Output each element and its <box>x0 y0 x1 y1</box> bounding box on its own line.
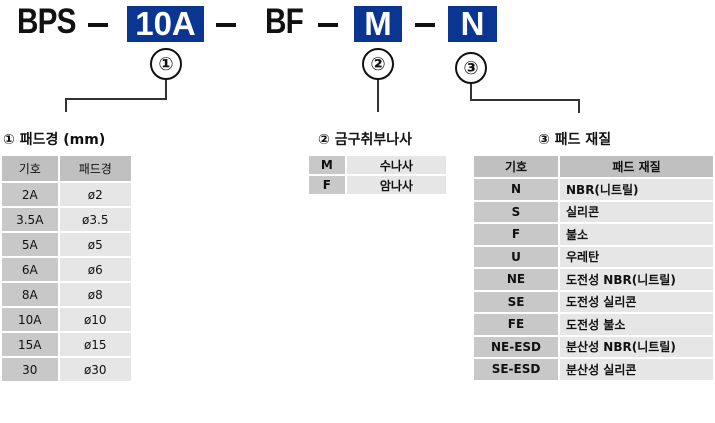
pad-size-title: ① 패드경 (mm) <box>3 132 106 148</box>
symbol-cell: 8A <box>2 283 58 306</box>
header: 패드경 <box>59 156 131 181</box>
value-cell: ø8 <box>59 283 131 306</box>
dash <box>318 23 338 27</box>
symbol-cell: 15A <box>2 333 58 356</box>
symbol-cell: F <box>309 176 345 194</box>
dash <box>88 23 108 27</box>
symbol-cell: FE <box>474 314 558 335</box>
value-cell: 실리콘 <box>560 201 713 222</box>
code-middle: BF <box>265 2 304 41</box>
value-cell: 우레탄 <box>560 246 713 267</box>
header: 기호 <box>2 156 58 181</box>
value-cell: ø10 <box>59 308 131 331</box>
symbol-cell: N <box>474 179 558 200</box>
value-cell: 도전성 불소 <box>560 314 713 335</box>
value-cell: 분산성 NBR(니트릴) <box>560 336 713 357</box>
value-cell: ø30 <box>59 358 131 381</box>
value-cell: 분산성 실리콘 <box>560 359 713 380</box>
symbol-cell: 5A <box>2 233 58 256</box>
value-cell: NBR(니트릴) <box>560 179 713 200</box>
symbol-cell: 30 <box>2 358 58 381</box>
header: 기호 <box>474 156 558 177</box>
symbol-cell: SE-ESD <box>474 359 558 380</box>
symbol-cell: SE <box>474 291 558 312</box>
value-cell: ø2 <box>59 183 131 206</box>
value-cell: ø3.5 <box>59 208 131 231</box>
screw-code-box: M <box>354 5 402 42</box>
marker-3: ③ <box>455 52 487 84</box>
symbol-cell: 10A <box>2 308 58 331</box>
value-cell: ø5 <box>59 233 131 256</box>
value-cell: 불소 <box>560 224 713 245</box>
symbol-cell: S <box>474 201 558 222</box>
symbol-cell: 2A <box>2 183 58 206</box>
value-cell: 암나사 <box>346 176 446 194</box>
symbol-cell: 6A <box>2 258 58 281</box>
symbol-cell: NE-ESD <box>474 336 558 357</box>
material-title: ③ 패드 재질 <box>538 132 612 148</box>
symbol-cell: 3.5A <box>2 208 58 231</box>
symbol-cell: U <box>474 246 558 267</box>
size-code-box: 10A <box>127 5 204 42</box>
value-cell: 수나사 <box>346 156 446 174</box>
dash <box>415 23 435 27</box>
screw-title: ② 금구취부나사 <box>318 132 413 148</box>
dash <box>216 23 236 27</box>
value-cell: 도전성 실리콘 <box>560 291 713 312</box>
value-cell: ø6 <box>59 258 131 281</box>
material-code-box: N <box>448 5 497 42</box>
symbol-cell: F <box>474 224 558 245</box>
code-prefix: BPS <box>17 2 76 41</box>
marker-1: ① <box>150 48 182 80</box>
header: 패드 재질 <box>560 156 713 177</box>
symbol-cell: M <box>309 156 345 174</box>
value-cell: ø15 <box>59 333 131 356</box>
symbol-cell: NE <box>474 269 558 290</box>
marker-2: ② <box>362 48 394 80</box>
value-cell: 도전성 NBR(니트릴) <box>560 269 713 290</box>
